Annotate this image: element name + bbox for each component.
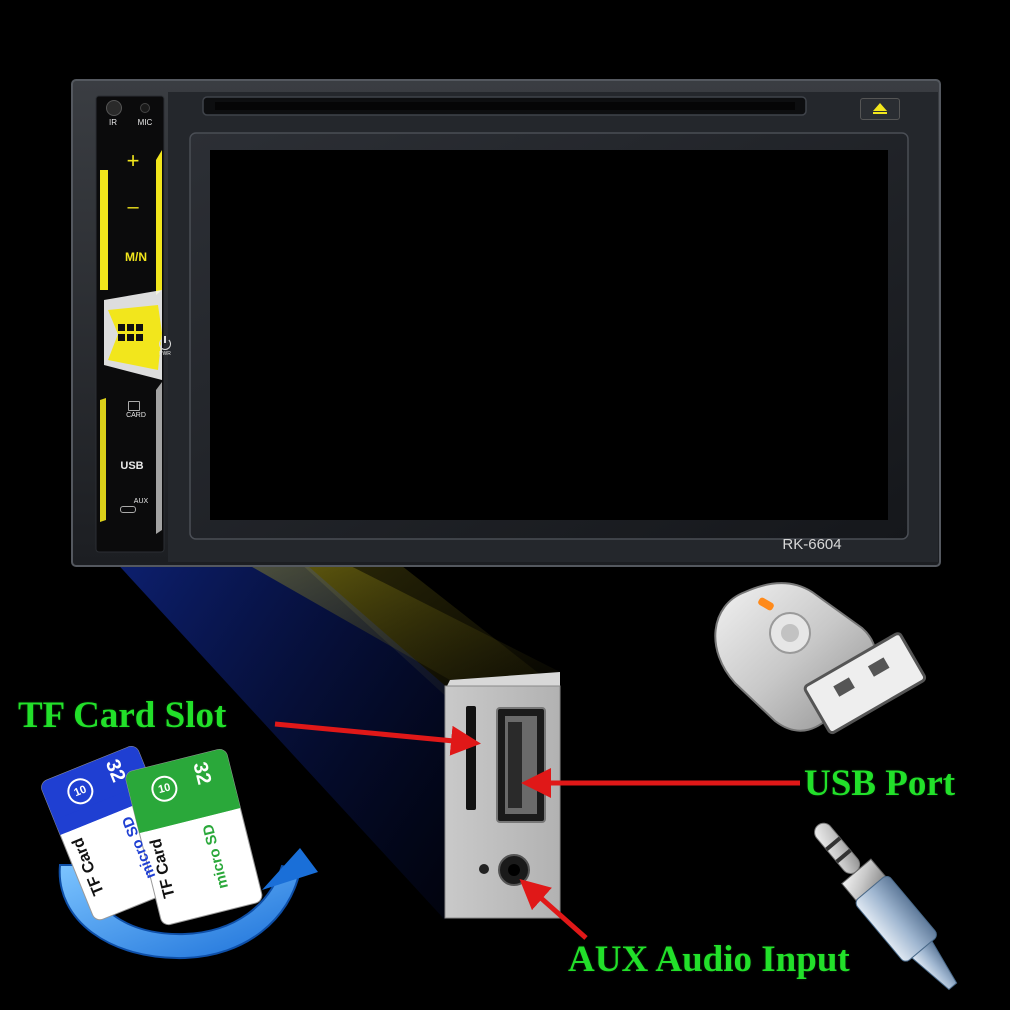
aux-label: AUX (133, 498, 149, 505)
aux-button[interactable]: AUX (118, 498, 154, 518)
eject-bar (873, 112, 887, 114)
head-unit (71, 79, 941, 567)
power-icon (159, 338, 171, 350)
audio-plug-icon (814, 822, 958, 991)
mic-hole (140, 103, 150, 113)
usb-port-callout: USB Port (804, 763, 956, 804)
tf-card-slot-callout: TF Card Slot (18, 695, 227, 736)
power-icon-bar (164, 336, 166, 343)
tf-card-slot (466, 706, 476, 810)
ir-label: IR (109, 118, 117, 127)
eject-button[interactable] (860, 98, 900, 120)
aux-audio-input-callout: AUX Audio Input (568, 939, 850, 980)
usb-button[interactable]: USB (120, 460, 144, 472)
callout-arrows (274, 721, 800, 940)
mode-button[interactable]: M/N (125, 250, 147, 264)
green-card-capacity: 32 (188, 759, 216, 787)
aux-jack-icon (120, 506, 136, 513)
power-button[interactable]: PWR (156, 336, 174, 360)
mic-label: MIC (137, 118, 153, 127)
power-label: PWR (159, 351, 171, 357)
menu-grid-icon (118, 324, 144, 344)
green-card-brand: micro SD (199, 822, 233, 891)
volume-up-button[interactable]: + (126, 148, 140, 173)
card-label: CARD (126, 412, 146, 419)
port-module (444, 672, 561, 919)
usb-flash-drive-icon (714, 582, 927, 735)
model-number: RK-6604 (782, 536, 842, 553)
display-screen (210, 150, 888, 520)
ir-sensor (106, 100, 122, 116)
green-tf-card (125, 749, 263, 926)
volume-down-button[interactable]: – (127, 196, 139, 218)
eject-icon (873, 103, 887, 111)
card-button[interactable]: CARD (116, 398, 156, 424)
menu-button[interactable] (114, 320, 146, 348)
sd-card-icon (128, 401, 140, 411)
blue-card-capacity: 32 (100, 756, 130, 786)
